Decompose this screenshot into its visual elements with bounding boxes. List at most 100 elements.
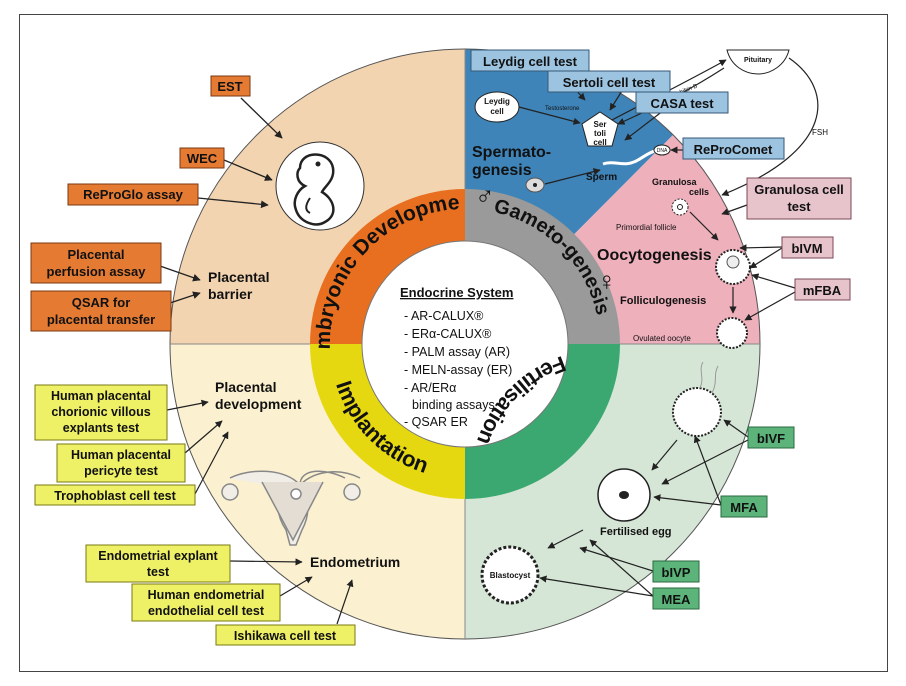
blastocyst-label: Blastocyst xyxy=(490,571,531,580)
est-label: EST xyxy=(217,79,242,94)
ovulated-oocyte-cell xyxy=(716,317,748,349)
center-item: - AR-CALUX® xyxy=(404,309,484,323)
sertoli-test-box[interactable]: Sertoli cell test xyxy=(547,70,671,93)
center-item: - PALM assay (AR) xyxy=(404,345,510,359)
male-symbol-icon: ♂ xyxy=(475,181,495,211)
placental-development-label: Placental xyxy=(215,379,276,395)
primordial-follicle-cell xyxy=(671,198,689,216)
trophoblast-box[interactable]: Trophoblast cell test xyxy=(34,484,196,506)
center-item: - AR/ERα xyxy=(404,381,456,395)
est-box[interactable]: EST xyxy=(210,75,251,97)
granulosa-cells-label: cells xyxy=(689,187,709,197)
leydig-test-label: Leydig cell test xyxy=(483,54,578,69)
qsar-placental-label: placental transfer xyxy=(47,312,155,327)
endometrium-label: Endometrium xyxy=(310,554,400,570)
ishikawa-box[interactable]: Ishikawa cell test xyxy=(215,624,356,646)
embryo-illustration xyxy=(275,141,365,231)
leydig-cell: Leydig cell xyxy=(474,91,520,123)
spermatogenesis-label: genesis xyxy=(472,162,532,179)
casa-test-box[interactable]: CASA test xyxy=(635,91,729,114)
chorionic-villous-label: explants test xyxy=(63,421,140,435)
reproglo-box[interactable]: ReProGlo assay xyxy=(67,183,199,206)
placental-barrier-label: barrier xyxy=(208,286,253,302)
secondary-follicle xyxy=(715,249,751,285)
fertilised-egg-cell xyxy=(597,468,651,522)
perfusion-box[interactable]: Placental perfusion assay xyxy=(30,242,162,284)
center-item: - QSAR ER xyxy=(404,415,468,429)
arrows-implantation xyxy=(166,399,354,625)
sertoli-cell: Ser toli cell xyxy=(581,111,619,147)
center-assay-list: - AR-CALUX® - ERα-CALUX® - PALM assay (A… xyxy=(404,309,512,429)
endometrial-endothelial-label: endothelial cell test xyxy=(148,604,265,618)
bivm-label: bIVM xyxy=(791,241,822,256)
mfa-label: MFA xyxy=(730,500,758,515)
svg-text:toli: toli xyxy=(594,129,606,138)
chorionic-villous-box[interactable]: Human placental chorionic villous explan… xyxy=(34,384,168,441)
perfusion-label: Placental xyxy=(67,247,124,262)
chorionic-villous-label: chorionic villous xyxy=(51,405,150,419)
oocytogenesis-label: Oocytogenesis xyxy=(597,247,712,264)
pericyte-label: Human placental xyxy=(71,448,171,462)
arrows-embryonic xyxy=(159,97,283,304)
sperm-label: Sperm xyxy=(586,172,617,183)
spermatocyte-cell xyxy=(525,177,545,193)
reproglo-label: ReProGlo assay xyxy=(83,187,183,202)
endometrial-endothelial-box[interactable]: Human endometrial endothelial cell test xyxy=(131,583,281,622)
arrows-fertilisation xyxy=(539,419,749,597)
spermatogenesis-label: Spermato- xyxy=(472,144,551,161)
wec-box[interactable]: WEC xyxy=(179,147,225,169)
bivp-box[interactable]: bIVP xyxy=(652,560,700,583)
bivf-label: bIVF xyxy=(757,431,785,446)
endometrial-explant-label: Endometrial explant xyxy=(98,549,218,563)
mfa-box[interactable]: MFA xyxy=(720,495,768,518)
folliculogenesis-label: Folliculogenesis xyxy=(620,295,706,307)
placental-development-label: development xyxy=(215,396,302,412)
center-item: - ERα-CALUX® xyxy=(404,327,492,341)
ishikawa-label: Ishikawa cell test xyxy=(234,629,337,643)
trophoblast-label: Trophoblast cell test xyxy=(54,489,176,503)
fsh-label: FSH xyxy=(812,128,828,137)
primordial-follicle-label: Primordial follicle xyxy=(616,223,677,232)
granulosa-test-label: test xyxy=(787,199,811,214)
granulosa-test-box[interactable]: Granulosa cell test xyxy=(746,177,852,220)
testosterone-label: Testosterone xyxy=(545,106,580,112)
endometrial-explant-box[interactable]: Endometrial explant test xyxy=(85,544,231,583)
leydig-test-box[interactable]: Leydig cell test xyxy=(470,49,590,72)
bivm-box[interactable]: bIVM xyxy=(781,236,834,259)
perfusion-label: perfusion assay xyxy=(47,264,147,279)
center-circle xyxy=(361,240,569,448)
pericyte-label: pericyte test xyxy=(84,464,158,478)
qsar-placental-box[interactable]: QSAR for placental transfer xyxy=(30,290,172,332)
granulosa-cells-label: Granulosa xyxy=(652,177,698,187)
reprocomet-box[interactable]: ReProComet xyxy=(682,137,785,160)
blastocyst-cell xyxy=(480,545,540,605)
wec-label: WEC xyxy=(187,151,218,166)
endometrial-endothelial-label: Human endometrial xyxy=(148,588,265,602)
placental-barrier-label: Placental xyxy=(208,269,269,285)
mfba-box[interactable]: mFBA xyxy=(794,278,851,301)
chorionic-villous-label: Human placental xyxy=(51,389,151,403)
ovulated-oocyte-label: Ovulated oocyte xyxy=(633,334,691,343)
casa-test-label: CASA test xyxy=(650,96,714,111)
qsar-placental-label: QSAR for xyxy=(72,295,131,310)
center-item: - MELN-assay (ER) xyxy=(404,363,512,377)
oocyte-with-sperm xyxy=(672,361,722,437)
female-symbol-icon: ♀ xyxy=(597,266,617,296)
sperm-cell: DNA xyxy=(602,144,671,166)
svg-text:cell: cell xyxy=(490,107,503,116)
fertilised-egg-label: Fertilised egg xyxy=(600,526,672,538)
endometrial-explant-label: test xyxy=(147,565,170,579)
uterus-illustration xyxy=(221,470,361,546)
bivf-box[interactable]: bIVF xyxy=(747,426,795,449)
center-item: binding assays xyxy=(412,398,495,412)
dna-label: DNA xyxy=(657,148,668,154)
pericyte-box[interactable]: Human placental pericyte test xyxy=(56,443,186,483)
svg-text:Leydig: Leydig xyxy=(484,97,510,106)
granulosa-test-label: Granulosa cell xyxy=(754,182,844,197)
mfba-label: mFBA xyxy=(803,283,842,298)
svg-text:Ser: Ser xyxy=(594,120,607,129)
mea-label: MEA xyxy=(662,592,692,607)
svg-text:cell: cell xyxy=(593,138,606,147)
mea-box[interactable]: MEA xyxy=(652,587,700,610)
